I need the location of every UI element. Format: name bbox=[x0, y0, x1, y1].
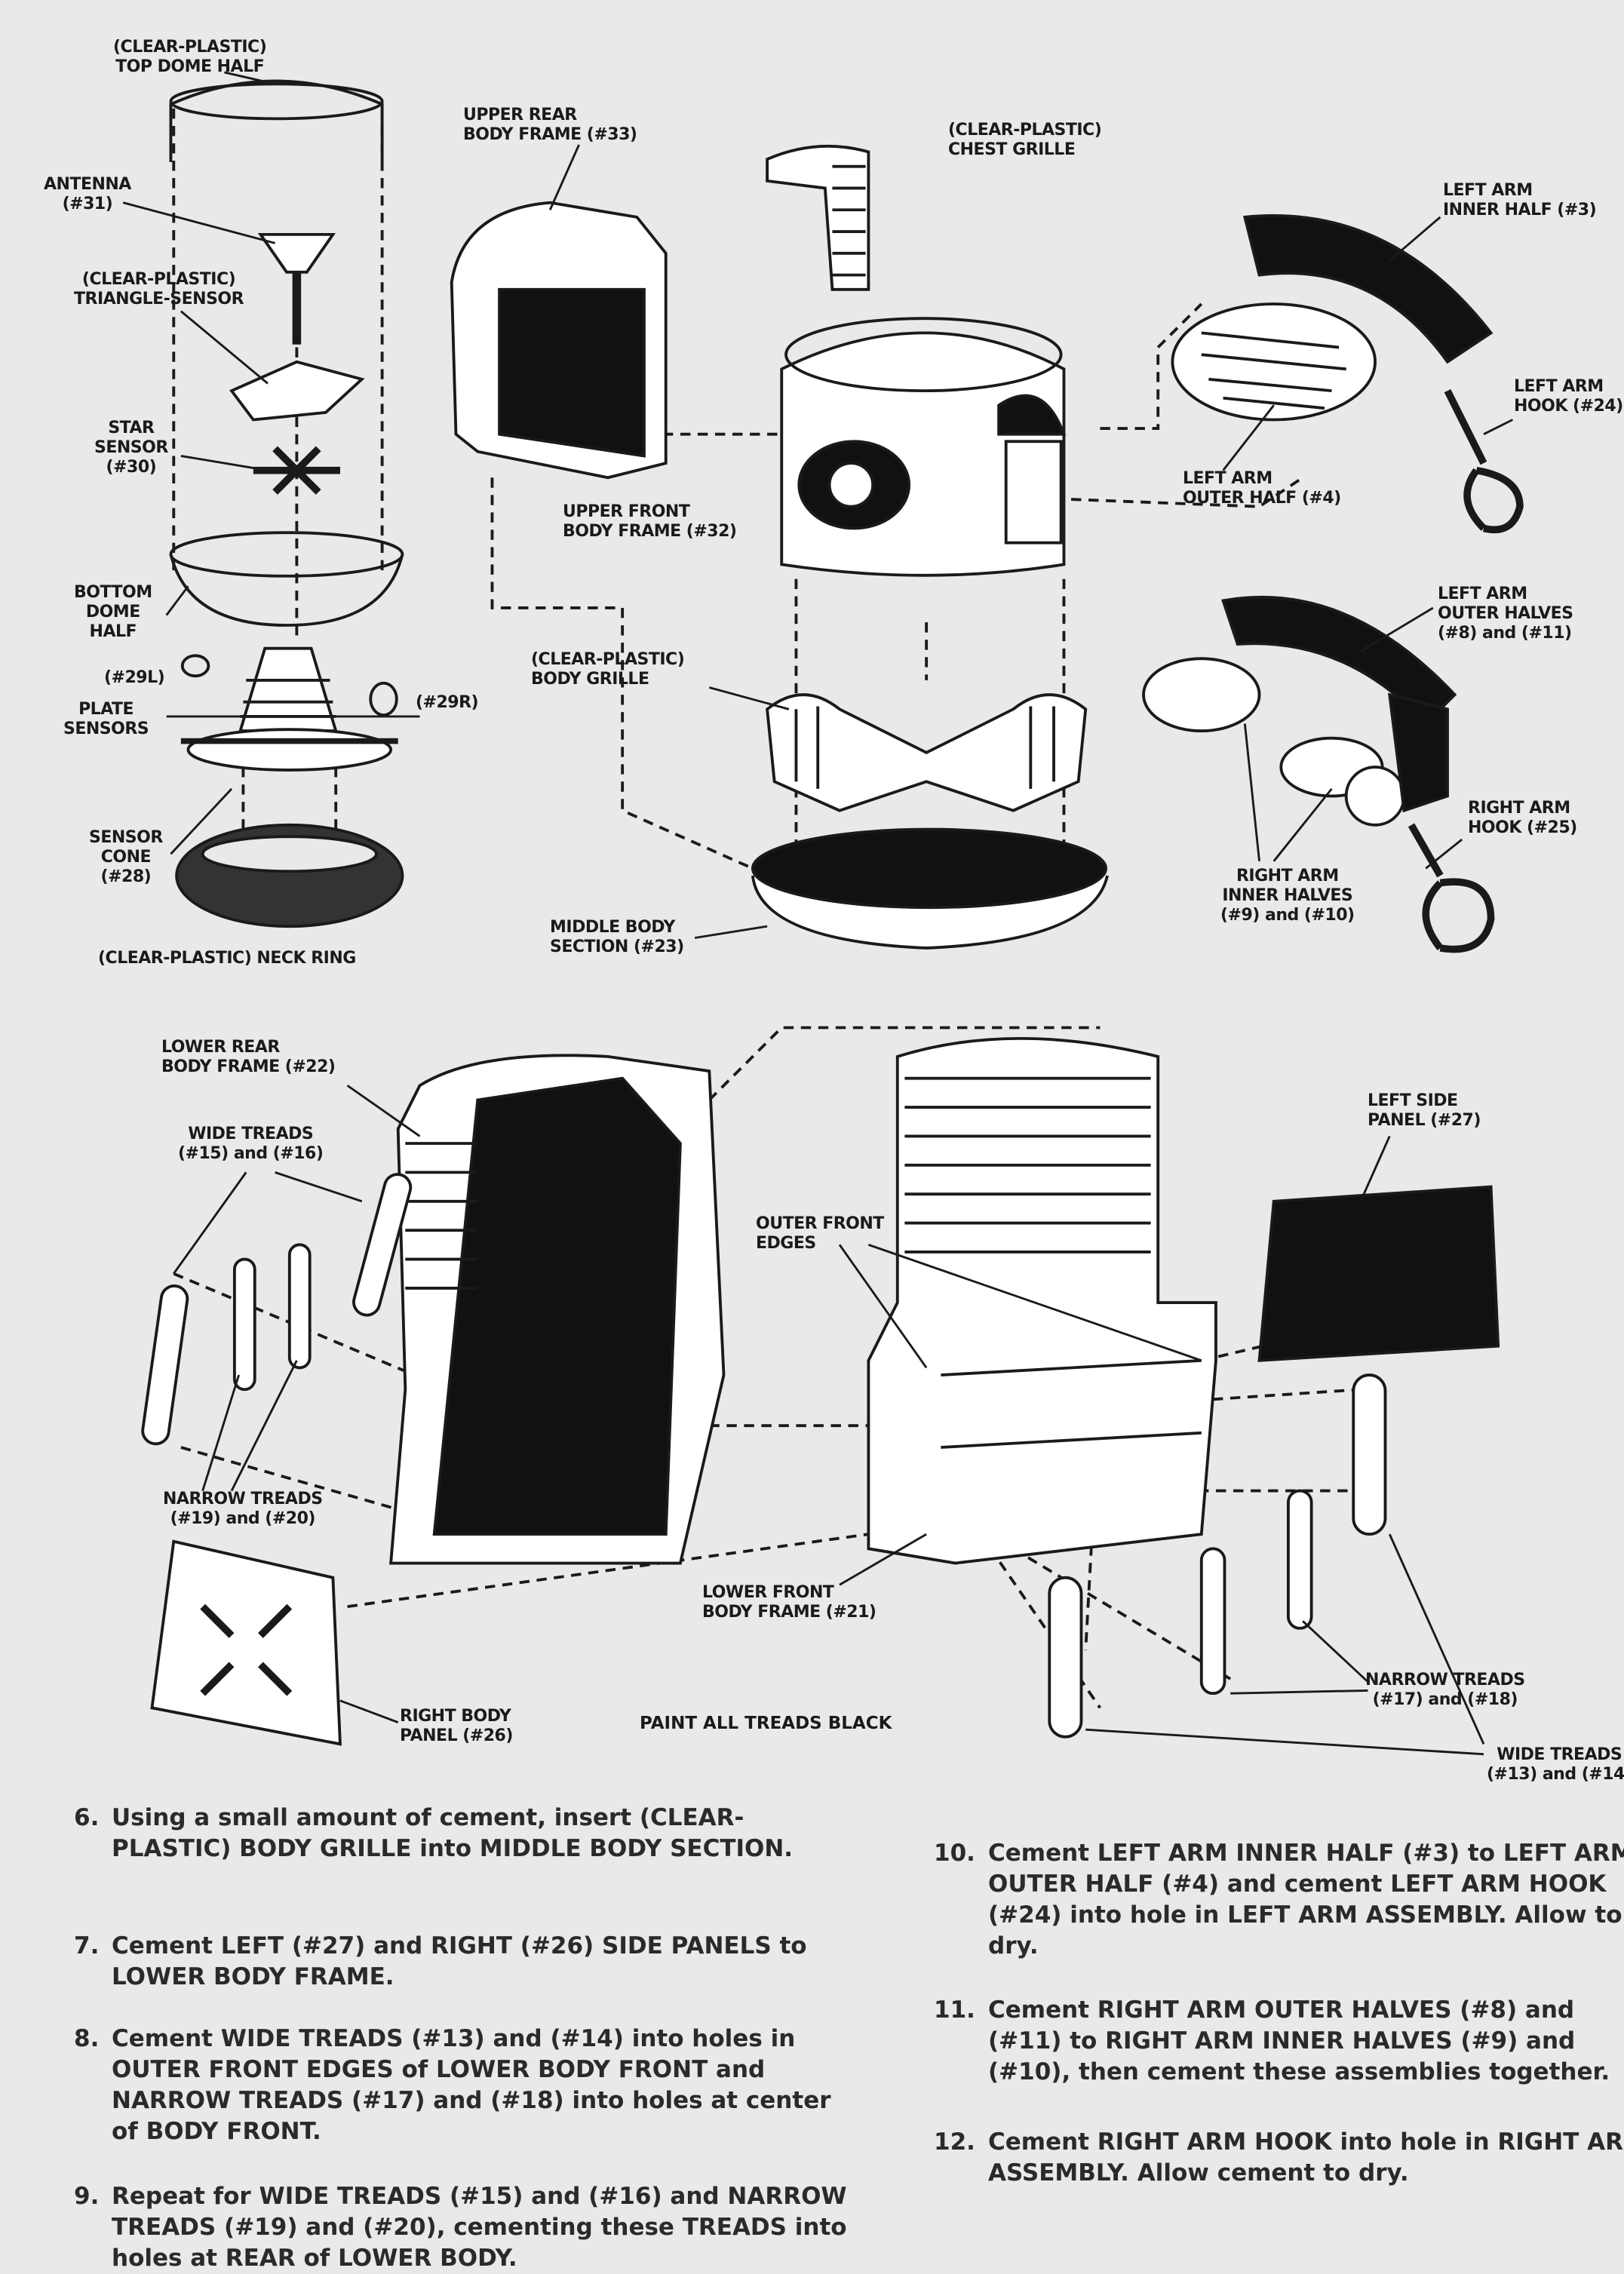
step-number: 10. bbox=[934, 1840, 975, 1867]
label-right-arm-hook: RIGHT ARM HOOK (#25) bbox=[1468, 799, 1577, 837]
instruction-step: 7. Cement LEFT (#27) and RIGHT (#26) SIDE… bbox=[74, 1931, 836, 1993]
bottom-dome-half bbox=[169, 531, 404, 627]
right-body-panel bbox=[150, 1539, 342, 1746]
upper-front-body-frame bbox=[780, 317, 1067, 577]
label-antenna: ANTENNA (#31) bbox=[44, 175, 131, 213]
step-text: Cement RIGHT ARM OUTER HALVES (#8) and (… bbox=[988, 1996, 1610, 2085]
instruction-step: 11. Cement RIGHT ARM OUTER HALVES (#8) an… bbox=[934, 1995, 1624, 2088]
label-left-arm-outer-halves: LEFT ARM OUTER HALVES (#8) and (#11) bbox=[1438, 585, 1573, 643]
instruction-step: 8. Cement WIDE TREADS (#13) and (#14) int… bbox=[74, 2024, 836, 2147]
paint-note: PAINT ALL TREADS BLACK bbox=[640, 1714, 892, 1733]
label-upper-rear-body-frame: UPPER REAR BODY FRAME (#33) bbox=[463, 106, 637, 144]
leader-lines bbox=[122, 71, 1513, 1756]
label-plate-29l: (#29L) bbox=[104, 668, 165, 687]
label-lower-front-body-frame: LOWER FRONT BODY FRAME (#21) bbox=[702, 1583, 876, 1622]
instruction-step: 6. Using a small amount of cement, insert… bbox=[74, 1803, 836, 1864]
label-right-body-panel: RIGHT BODY PANEL (#26) bbox=[400, 1707, 513, 1745]
step-text: Cement LEFT (#27) and RIGHT (#26) SIDE P… bbox=[112, 1932, 807, 1990]
antenna bbox=[257, 232, 336, 345]
instruction-step: 9. Repeat for WIDE TREADS (#15) and (#16)… bbox=[74, 2181, 873, 2274]
step-text: Cement WIDE TREADS (#13) and (#14) into … bbox=[112, 2025, 831, 2145]
chest-grille bbox=[766, 144, 870, 291]
label-right-arm-inner-halves: RIGHT ARM INNER HALVES (#9) and (#10) bbox=[1220, 867, 1355, 925]
neck-ring bbox=[175, 823, 404, 928]
sensor-cone bbox=[180, 646, 398, 772]
step-number: 8. bbox=[74, 2025, 100, 2052]
lower-front-body-frame bbox=[867, 1037, 1217, 1565]
left-arm-hook bbox=[1444, 388, 1524, 534]
label-middle-body-section: MIDDLE BODY SECTION (#23) bbox=[550, 918, 684, 956]
label-left-side-panel: LEFT SIDE PANEL (#27) bbox=[1368, 1091, 1481, 1130]
right-arm-hook bbox=[1408, 823, 1495, 953]
label-left-arm-hook: LEFT ARM HOOK (#24) bbox=[1514, 377, 1623, 416]
label-chest-grille: (CLEAR-PLASTIC) CHEST GRILLE bbox=[948, 121, 1102, 159]
label-wide-treads-13-14: WIDE TREADS (#13) and (#14) bbox=[1487, 1745, 1624, 1784]
left-arm-inner-half bbox=[1242, 214, 1494, 364]
top-dome-half bbox=[169, 79, 384, 162]
step-text: Repeat for WIDE TREADS (#15) and (#16) a… bbox=[112, 2183, 847, 2272]
label-upper-front-body-frame: UPPER FRONT BODY FRAME (#32) bbox=[563, 502, 737, 541]
label-star-sensor: STAR SENSOR (#30) bbox=[94, 419, 168, 477]
step-number: 12. bbox=[934, 2128, 975, 2156]
triangle-sensor bbox=[229, 360, 365, 422]
label-plate-29r: (#29R) bbox=[416, 693, 479, 712]
instruction-step: 10. Cement LEFT ARM INNER HALF (#3) to LE… bbox=[934, 1838, 1624, 1962]
label-left-arm-outer-half: LEFT ARM OUTER HALF (#4) bbox=[1183, 469, 1341, 508]
label-bottom-dome-half: BOTTOM DOME HALF bbox=[74, 583, 152, 641]
step-number: 7. bbox=[74, 1932, 100, 1959]
instruction-step: 12. Cement RIGHT ARM HOOK into hole in RI… bbox=[934, 2127, 1624, 2189]
left-side-panel bbox=[1257, 1185, 1500, 1362]
label-top-dome-half: (CLEAR-PLASTIC) TOP DOME HALF bbox=[113, 38, 267, 76]
step-text: Cement RIGHT ARM HOOK into hole in RIGHT… bbox=[988, 2128, 1624, 2187]
lower-rear-body-frame bbox=[389, 1054, 726, 1565]
upper-rear-body-frame bbox=[450, 201, 668, 480]
label-lower-rear-body-frame: LOWER REAR BODY FRAME (#22) bbox=[161, 1038, 336, 1076]
step-text: Cement LEFT ARM INNER HALF (#3) to LEFT … bbox=[988, 1840, 1624, 1959]
step-text: Using a small amount of cement, insert (… bbox=[112, 1804, 794, 1862]
right-arm-halves bbox=[1142, 595, 1457, 827]
label-body-grille: (CLEAR-PLASTIC) BODY GRILLE bbox=[531, 650, 685, 689]
label-sensor-cone: SENSOR CONE (#28) bbox=[89, 828, 163, 886]
step-number: 6. bbox=[74, 1804, 100, 1831]
label-triangle-sensor: (CLEAR-PLASTIC) TRIANGLE-SENSOR bbox=[74, 270, 244, 308]
middle-body-section bbox=[751, 827, 1109, 950]
label-neck-ring: (CLEAR-PLASTIC) NECK RING bbox=[98, 949, 356, 968]
treads bbox=[141, 1173, 1387, 1738]
body-grille bbox=[766, 693, 1088, 812]
step-number: 9. bbox=[74, 2183, 100, 2210]
step-number: 11. bbox=[934, 1996, 975, 2024]
label-wide-treads-15-16: WIDE TREADS (#15) and (#16) bbox=[178, 1125, 324, 1163]
label-narrow-treads-17-18: NARROW TREADS (#17) and (#18) bbox=[1365, 1671, 1525, 1709]
label-left-arm-inner-half: LEFT ARM INNER HALF (#3) bbox=[1443, 181, 1597, 219]
label-narrow-treads-19-20: NARROW TREADS (#19) and (#20) bbox=[163, 1490, 323, 1528]
label-plate-sensors: PLATE SENSORS bbox=[63, 700, 149, 738]
label-outer-front-edges: OUTER FRONT EDGES bbox=[756, 1214, 884, 1253]
left-arm-outer-half bbox=[1171, 302, 1377, 422]
